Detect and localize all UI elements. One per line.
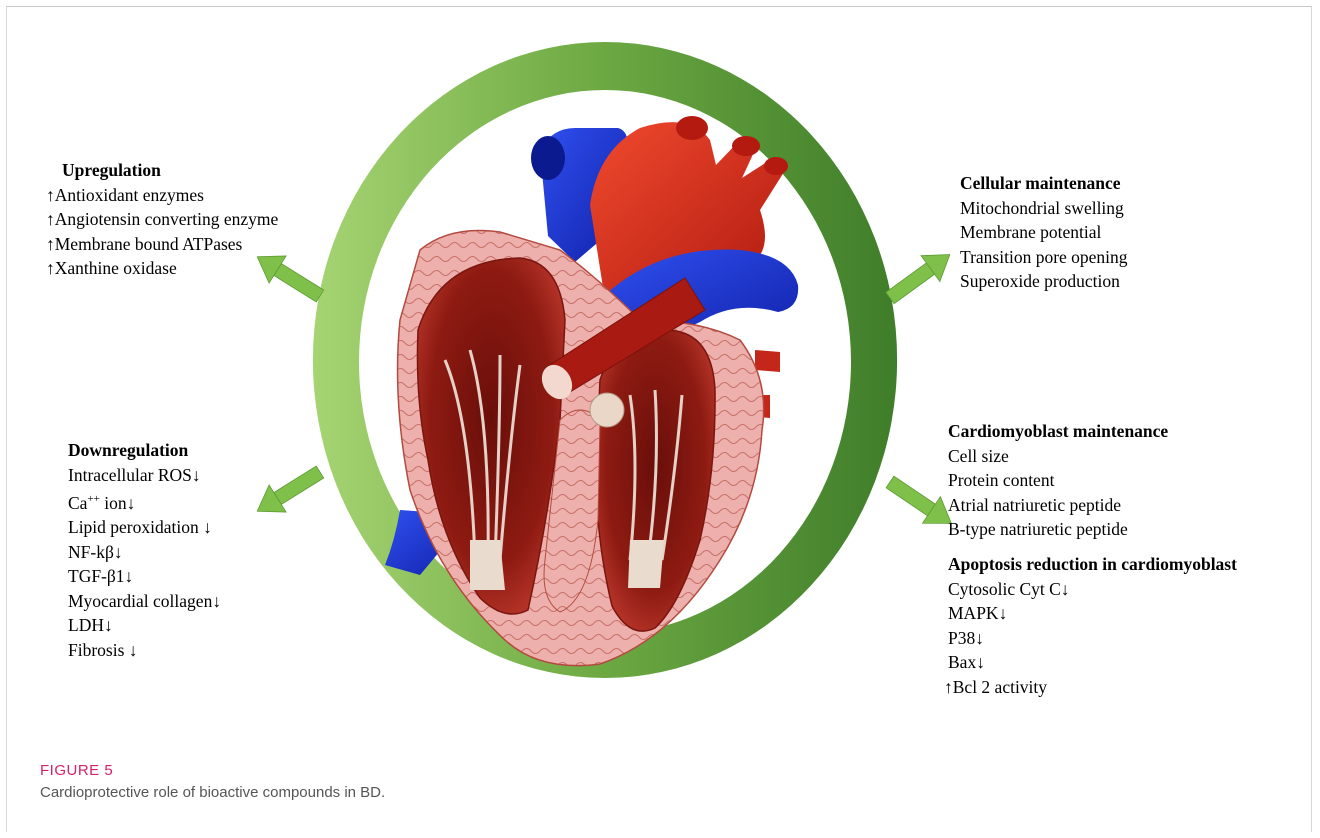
list-item: ↑Bcl 2 activity [944, 675, 1237, 700]
heading-cardiomyoblast: Cardiomyoblast maintenance [948, 419, 1168, 444]
arrow-cellular [881, 242, 960, 311]
list-item: Cytosolic Cyt C↓ [948, 577, 1237, 602]
list-item: ↑Membrane bound ATPases [46, 232, 278, 257]
list-item: Bax↓ [948, 650, 1237, 675]
panel-downregulation: Downregulation Intracellular ROS↓ Ca++ i… [68, 438, 221, 662]
list-item: TGF-β1↓ [68, 564, 221, 589]
list-item: MAPK↓ [948, 601, 1237, 626]
list-item: B-type natriuretic peptide [948, 517, 1168, 542]
arrow-up-icon: ↑ [46, 234, 55, 254]
arrow-down-icon: ↓ [104, 615, 113, 635]
panel-cardiomyoblast: Cardiomyoblast maintenance Cell size Pro… [948, 419, 1168, 542]
list-item: Mitochondrial swelling [960, 196, 1128, 221]
arrow-down-icon: ↓ [1061, 579, 1070, 599]
list-item: Protein content [948, 468, 1168, 493]
list-item: Fibrosis ↓ [68, 638, 221, 663]
list-item: ↑Antioxidant enzymes [46, 183, 278, 208]
arrow-down-icon: ↓ [976, 652, 985, 672]
arrow-down-icon: ↓ [114, 542, 123, 562]
list-item: Superoxide production [960, 269, 1128, 294]
arrow-up-icon: ↑ [46, 258, 55, 278]
list-item: Membrane potential [960, 220, 1128, 245]
list-item: Transition pore opening [960, 245, 1128, 270]
arrow-down-icon: ↓ [192, 465, 201, 485]
arrow-down-icon: ↓ [999, 603, 1008, 623]
list-item: NF-kβ↓ [68, 540, 221, 565]
list-item: Intracellular ROS↓ [68, 463, 221, 488]
list-item: ↑Angiotensin converting enzyme [46, 207, 278, 232]
arrow-down-icon: ↓ [212, 591, 221, 611]
arrow-down-icon: ↓ [127, 493, 136, 513]
list-item: P38↓ [948, 626, 1237, 651]
arrow-down-icon: ↓ [975, 628, 984, 648]
arrow-down-icon: ↓ [129, 640, 138, 660]
arrow-downregulation [249, 458, 329, 524]
arrow-down-icon: ↓ [125, 566, 134, 586]
heading-upregulation: Upregulation [62, 158, 278, 183]
panel-cellular: Cellular maintenance Mitochondrial swell… [960, 171, 1128, 294]
panel-upregulation: Upregulation ↑Antioxidant enzymes ↑Angio… [46, 158, 278, 281]
figure-label: FIGURE 5 [40, 762, 113, 779]
list-item: Lipid peroxidation ↓ [68, 515, 221, 540]
heading-downregulation: Downregulation [68, 438, 221, 463]
list-item: Ca++ ion↓ [68, 487, 221, 515]
arrow-up-icon: ↑ [46, 209, 55, 229]
heading-cellular: Cellular maintenance [960, 171, 1128, 196]
arrow-up-icon: ↑ [944, 677, 953, 697]
heading-apoptosis: Apoptosis reduction in cardiomyoblast [948, 552, 1237, 577]
list-item: Cell size [948, 444, 1168, 469]
panel-apoptosis: Apoptosis reduction in cardiomyoblast Cy… [948, 552, 1237, 699]
list-item: ↑Xanthine oxidase [46, 256, 278, 281]
arrow-down-icon: ↓ [203, 517, 212, 537]
figure-caption: Cardioprotective role of bioactive compo… [40, 784, 385, 801]
list-item: Myocardial collagen↓ [68, 589, 221, 614]
arrow-up-icon: ↑ [46, 185, 55, 205]
list-item: Atrial natriuretic peptide [948, 493, 1168, 518]
list-item: LDH↓ [68, 613, 221, 638]
